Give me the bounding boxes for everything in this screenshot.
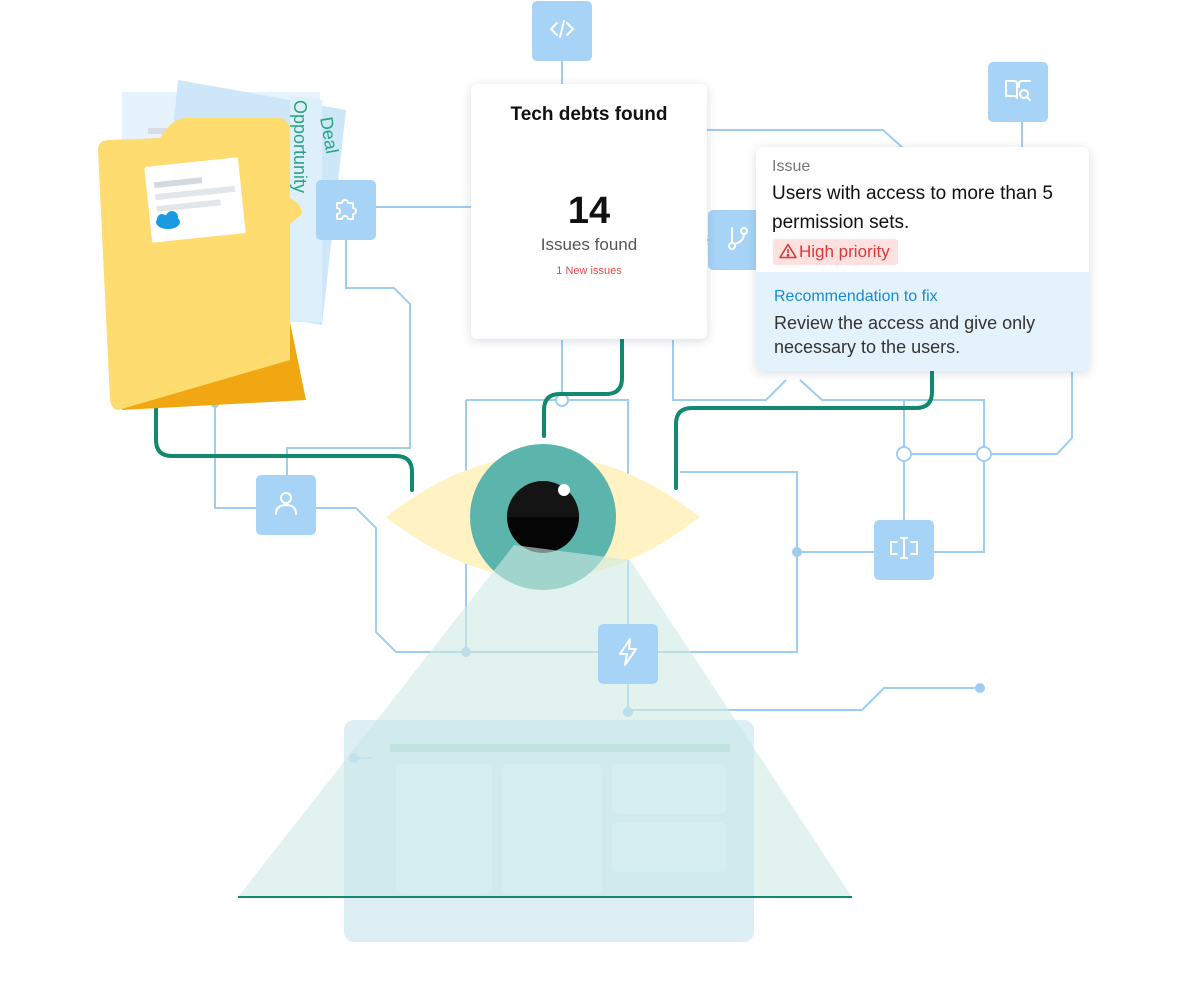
recommendation-panel: Recommendation to fix Review the access … (756, 272, 1089, 371)
book-search-tile[interactable] (988, 62, 1048, 122)
lightning-icon (614, 636, 642, 673)
light-beam (238, 545, 852, 942)
issues-found-label: Issues found (540, 235, 638, 254)
code-icon (548, 15, 576, 48)
priority-badge: High priority (773, 239, 898, 265)
code-tile[interactable] (532, 1, 592, 61)
tech-debts-card[interactable]: Tech debts found 14 Issues found 1 New i… (471, 84, 707, 339)
user-tile[interactable] (256, 475, 316, 535)
git-branch-icon (723, 223, 753, 258)
salesforce-logo (156, 211, 180, 229)
book-search-icon (1003, 75, 1033, 110)
alert-triangle-icon (779, 239, 797, 265)
lightning-tile[interactable] (598, 624, 658, 684)
issue-card[interactable]: Issue Users with access to more than 5 p… (756, 147, 1089, 371)
issue-description: Users with access to more than 5 permiss… (772, 183, 1053, 233)
folder-tab-opportunity: Opportunity (290, 100, 310, 193)
priority-label: High priority (799, 242, 890, 261)
eye-illustration (386, 444, 700, 590)
new-issues-label: 1 New issues (556, 265, 622, 277)
recommendation-text: Review the access and give only necessar… (774, 313, 1036, 357)
green-wires (154, 338, 934, 492)
issues-count: 14 (567, 190, 611, 232)
puzzle-icon (331, 193, 361, 228)
recommendation-label: Recommendation to fix (774, 288, 938, 305)
user-icon (271, 488, 301, 523)
issue-label: Issue (772, 158, 811, 175)
text-cursor-tile[interactable] (874, 520, 934, 580)
folder-illustration: Opportunity Deal (98, 80, 346, 410)
text-cursor-icon (888, 533, 920, 568)
puzzle-tile[interactable] (316, 180, 376, 240)
tech-debts-title: Tech debts found (510, 104, 668, 125)
